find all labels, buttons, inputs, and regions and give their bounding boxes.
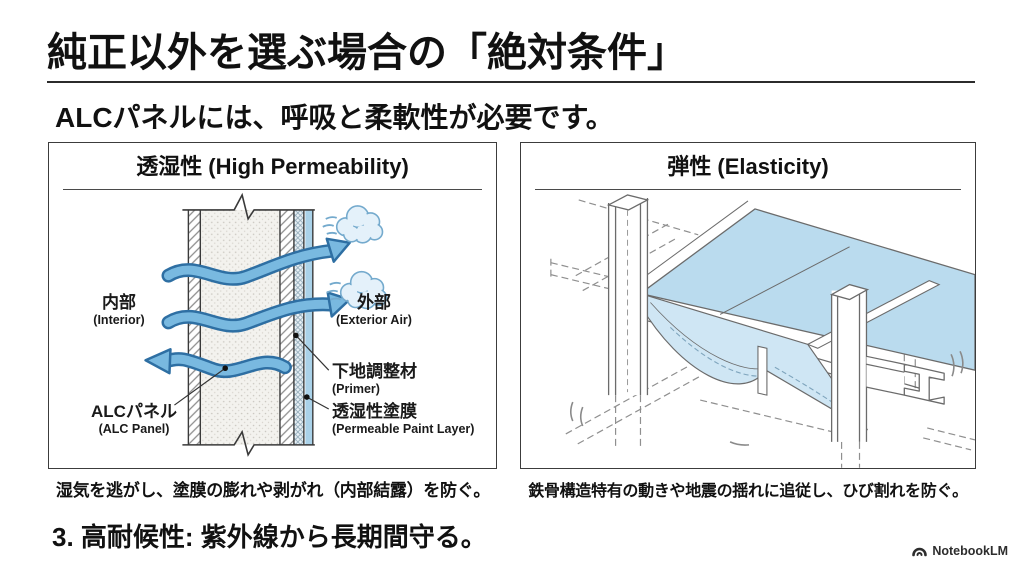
watermark: NotebookLM [912, 544, 1008, 558]
title-divider [47, 81, 975, 83]
moisture-arrows [144, 237, 351, 378]
vapor-cloud-top [322, 205, 384, 244]
permeability-header-rule [63, 189, 482, 190]
break-line-top [182, 192, 315, 221]
steel-frame-diagram [550, 194, 975, 468]
shake-marks [569, 350, 964, 446]
right-steel-column [829, 283, 870, 442]
label-permeable-paint: 透湿性塗膜 (Permeable Paint Layer) [332, 402, 475, 436]
arrow-out-middle [161, 291, 351, 333]
page-title: 純正以外を選ぶ場合の「絶対条件」 [47, 31, 687, 75]
page-subtitle: ALCパネルには、呼吸と柔軟性が必要です。 [55, 102, 614, 133]
elasticity-caption: 鉄骨構造特有の動きや地震の揺れに追従し、ひび割れを防ぐ。 [528, 483, 968, 500]
h-beam-section [866, 355, 945, 405]
arrow-out-top [161, 237, 351, 286]
permeability-caption: 湿気を逃がし、塗膜の膨れや剥がれ（内部結露）を防ぐ。 [55, 481, 491, 500]
notebooklm-icon [912, 547, 928, 557]
wall-layers [182, 192, 315, 457]
elasticity-panel-title: 弾性 (Elasticity) [667, 154, 829, 179]
permeability-panel: 透湿性 (High Permeability) 内部 (Interior) 外部… [48, 142, 497, 469]
watermark-label: NotebookLM [932, 544, 1008, 558]
break-line-bottom [182, 429, 315, 457]
arrow-in-bottom [144, 348, 292, 378]
wall-cross-section-diagram [144, 192, 388, 457]
vapor-cloud-bottom [326, 270, 388, 310]
permeability-panel-title: 透湿性 (High Permeability) [136, 154, 409, 179]
seam-plate [757, 345, 768, 396]
leader-lines [174, 332, 330, 410]
footer-point: 3. 高耐候性: 紫外線から長期間守る。 [52, 522, 487, 552]
left-steel-column [606, 194, 650, 396]
elasticity-panel: 弾性 (Elasticity) [520, 142, 976, 469]
label-exterior: 外部 (Exterior Air) [336, 293, 412, 327]
label-primer: 下地調整材 (Primer) [332, 362, 417, 396]
label-alc-panel: ALCパネル (ALC Panel) [91, 402, 177, 436]
label-interior: 内部 (Interior) [93, 293, 145, 327]
elasticity-header-rule [535, 189, 961, 190]
